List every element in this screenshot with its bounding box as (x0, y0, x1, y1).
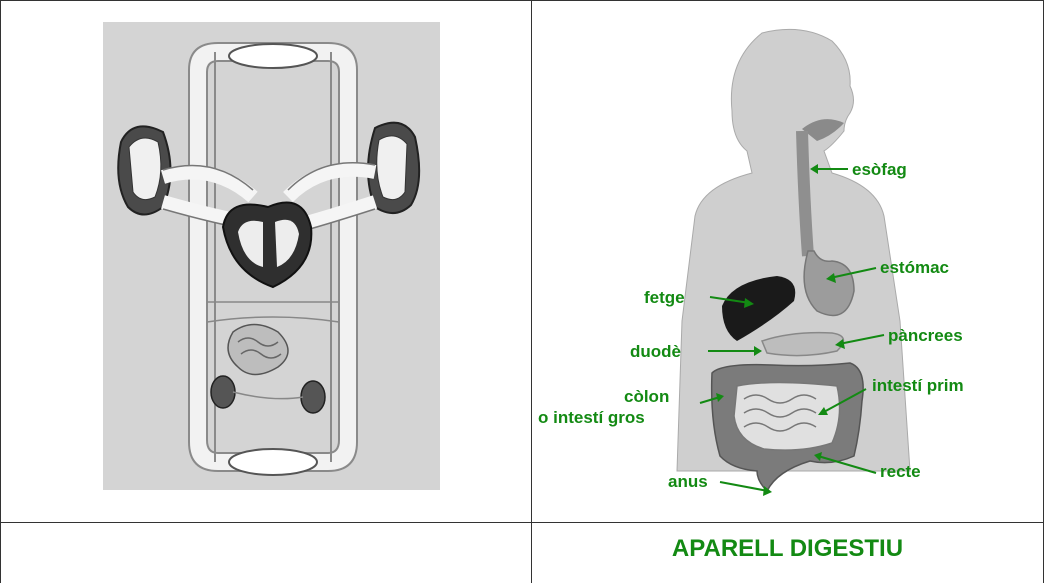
label-recte: recte (880, 462, 921, 481)
label-colon-line1: còlon (624, 387, 669, 406)
label-pancrees: pàncrees (888, 326, 963, 345)
label-fetge: fetge (644, 288, 685, 307)
label-duode: duodè (630, 342, 681, 361)
label-anus: anus (668, 472, 708, 491)
circulatory-system-image (103, 22, 440, 490)
label-intesti-prim: intestí prim (872, 376, 964, 395)
label-esofag: esòfag (852, 160, 907, 179)
table-row-divider (0, 522, 1044, 523)
label-colon-line2: o intestí gros (538, 408, 645, 427)
digestive-system-image: esòfag estómac fetge pàncrees duodè còlo… (532, 1, 1043, 522)
label-estomac: estómac (880, 258, 949, 277)
table-border-left (0, 0, 1, 583)
caption-right: APARELL DIGESTIU (532, 535, 1043, 563)
